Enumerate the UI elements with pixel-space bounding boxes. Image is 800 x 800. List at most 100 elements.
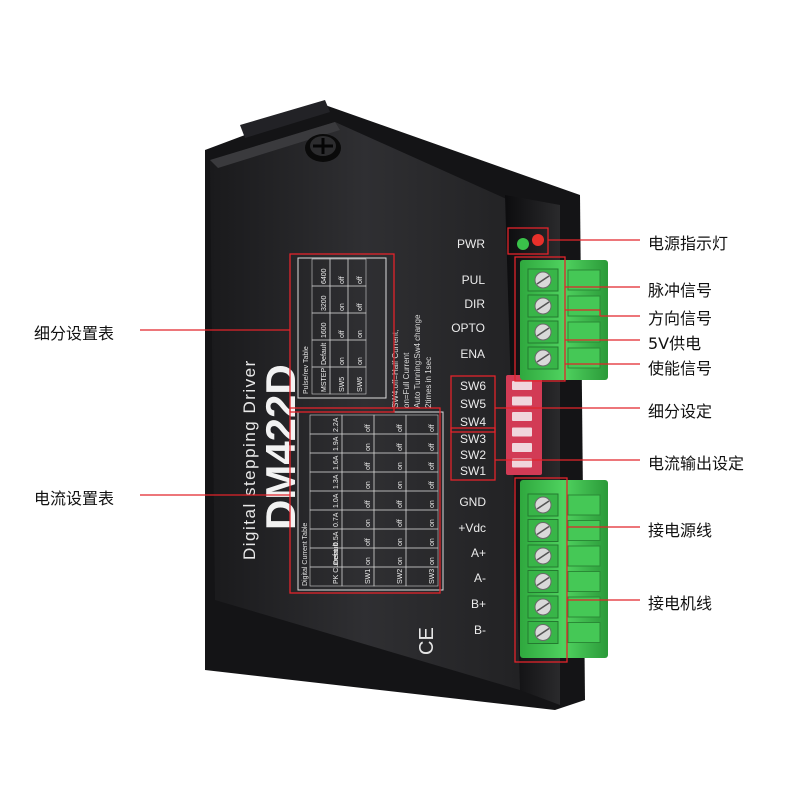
highlight-current-table <box>289 407 441 594</box>
highlight-led <box>507 227 549 255</box>
current-table-cell <box>405 414 439 435</box>
label-sw2: SW2 <box>460 448 486 462</box>
current-table-cell-text: on <box>429 557 436 565</box>
label-opto: OPTO <box>451 321 485 335</box>
screw-slot <box>536 301 550 311</box>
power-terminal-block <box>520 480 608 658</box>
current-table-cell-text: on <box>397 462 404 470</box>
current-table-cell-text: 1.6A <box>333 455 340 470</box>
highlight-boxes <box>289 227 568 663</box>
callout-power-led: 电源指示灯 <box>648 234 729 253</box>
label-pwr: PWR <box>457 237 485 251</box>
current-table-cell-text: off <box>429 443 436 451</box>
pulse-table-cell-text: on <box>339 303 346 311</box>
current-table-cell-text: off <box>397 424 404 432</box>
pulse-table: Pulse/rev Table MSTEP Default 1600 3200 6400… <box>297 257 387 399</box>
screw-slot <box>536 327 550 337</box>
callout-motor-wire: 接电机线 <box>648 594 713 613</box>
current-table-cell-text: Default <box>333 543 340 565</box>
highlight-power-block <box>514 477 568 663</box>
pulse-table-cell-text: on <box>357 357 364 365</box>
current-table-cell-text: 1.0A <box>333 493 340 508</box>
current-table-cell-text: off <box>397 519 404 527</box>
pulse-table-cell-text: Default <box>321 343 328 365</box>
pulse-table-cell-text: off <box>357 303 364 311</box>
current-table-cell-text: off <box>429 424 436 432</box>
note-line: SW4:off=Half Current; <box>391 330 400 408</box>
current-table-cell-text: 1.3A <box>333 474 340 489</box>
screw-slot <box>536 275 550 285</box>
pulse-table-cell <box>347 258 367 287</box>
terminal-body <box>567 596 601 618</box>
current-table-cell-text: on <box>365 443 372 451</box>
note-line: Auto Tunning:Sw4 change <box>413 314 422 408</box>
callout-pulse: 脉冲信号 <box>648 281 713 300</box>
current-table-cell-text: SW2 <box>397 569 404 584</box>
pulse-table-cell-text: off <box>339 276 346 284</box>
current-table-cell-text: off <box>429 481 436 489</box>
model-text: DM422D <box>257 364 304 530</box>
current-table-cell-text: on <box>429 500 436 508</box>
current-table: Digital Current Table PK CurrentDefault0… <box>297 411 444 591</box>
dip-key <box>512 458 532 468</box>
current-table-cell-text: on <box>397 481 404 489</box>
mounting-screw <box>305 134 341 162</box>
highlight-current-sw <box>450 427 496 481</box>
highlight-signal-block <box>514 256 566 382</box>
current-table-cell-text: on <box>429 538 436 546</box>
pulse-table-cell-text: on <box>357 330 364 338</box>
current-table-cell-text: off <box>365 424 372 432</box>
screw-slot <box>536 602 550 612</box>
label-sw5: SW5 <box>460 397 486 411</box>
callout-supply-5v: 5V供电 <box>648 334 702 353</box>
terminal-body <box>567 571 601 592</box>
signal-terminal-block <box>520 260 608 380</box>
label-b-plus: B+ <box>471 597 486 611</box>
current-table-cell-text: off <box>397 500 404 508</box>
screw-slot <box>536 525 550 536</box>
callout-power-wire: 接电源线 <box>648 521 713 540</box>
dip-key <box>512 412 532 421</box>
pulse-table-cell-text: on <box>339 357 346 365</box>
pulse-table-cell-text: MSTEP <box>321 368 328 392</box>
current-table-cell-text: SW3 <box>429 569 436 584</box>
callout-current-table: 电流设置表 <box>34 489 115 508</box>
terminal-body <box>567 321 601 343</box>
current-table-cell-text: on <box>397 557 404 565</box>
label-sw1: SW1 <box>460 464 486 478</box>
power-led <box>517 234 544 250</box>
pulse-table-cell-text: 3200 <box>321 295 328 311</box>
terminal-body <box>567 545 601 567</box>
callout-microstep-table: 细分设置表 <box>34 324 115 343</box>
screw-slot <box>536 627 550 638</box>
current-table-cell-text: on <box>397 538 404 546</box>
current-table-cell-text: 0.5A <box>333 531 340 546</box>
label-a-minus: A- <box>474 571 486 585</box>
current-table-cell-text: on <box>365 481 372 489</box>
label-sw3: SW3 <box>460 432 486 446</box>
screw-slot <box>536 551 550 561</box>
current-table-cell-text: on <box>365 557 372 565</box>
label-a-plus: A+ <box>471 546 486 560</box>
label-dir: DIR <box>464 297 485 311</box>
current-table-cell-text: 0.7A <box>333 512 340 527</box>
label-vdc: +Vdc <box>458 521 486 535</box>
label-sw4: SW4 <box>460 415 486 429</box>
pulse-table-title: Pulse/rev Table <box>303 346 310 394</box>
pulse-table-cell-text: 6400 <box>321 268 328 284</box>
dip-key <box>512 427 532 437</box>
current-table-cell-text: on <box>429 519 436 527</box>
dip-key <box>512 396 532 406</box>
current-table-cell-text: 2.2A <box>333 417 340 432</box>
ce-mark: CE <box>416 627 438 655</box>
pulse-table-cell-text: 1600 <box>321 322 328 338</box>
current-table-cell-text: off <box>397 443 404 451</box>
screw-slot <box>536 353 550 363</box>
screw-slot <box>536 500 550 510</box>
terminal-body <box>567 295 601 317</box>
current-table-cell-text: on <box>365 519 372 527</box>
terminal-body <box>567 347 601 369</box>
terminal-body <box>567 520 601 541</box>
label-sw6: SW6 <box>460 379 486 393</box>
